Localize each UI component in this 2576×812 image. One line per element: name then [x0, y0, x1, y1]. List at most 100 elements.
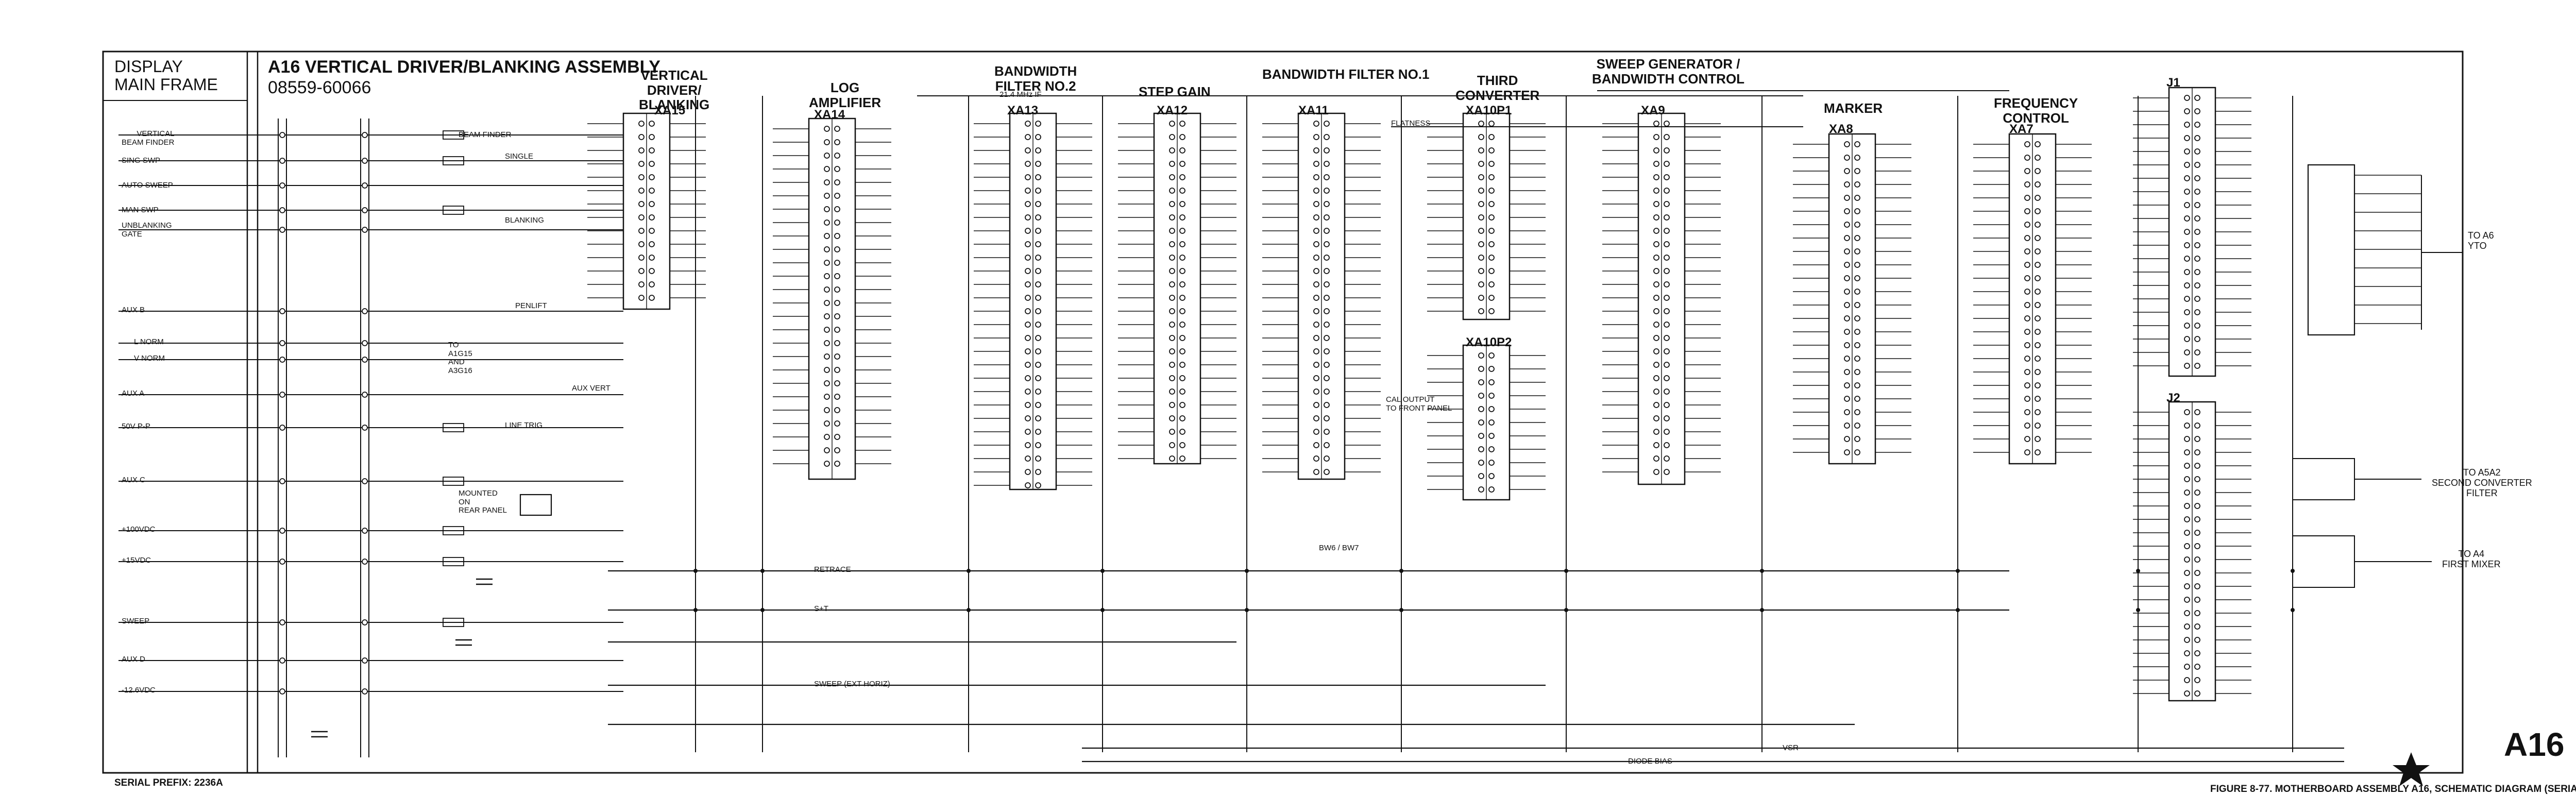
module-pin: [1313, 388, 1319, 395]
module-pin: [638, 281, 645, 287]
module-pin: [1664, 402, 1670, 408]
input-pin: [362, 425, 368, 431]
module-pin: [1035, 134, 1041, 140]
module-pin: [1313, 201, 1319, 207]
module-pin: [1324, 362, 1330, 368]
module-pin: [1179, 228, 1185, 234]
signal-blanking: BLANKING: [505, 216, 544, 225]
module-pin: [824, 367, 830, 373]
module-pin: [2184, 489, 2190, 496]
module-pin: [1664, 228, 1670, 234]
module-pin: [1025, 174, 1031, 180]
resistor-symbol: [443, 477, 464, 486]
module-pin: [2184, 637, 2190, 643]
module-pin: [1653, 295, 1659, 301]
junction-dot: [693, 608, 698, 612]
module-pin: [1313, 147, 1319, 154]
signal-aux-vert: AUX VERT: [572, 384, 611, 393]
junction-dot: [1100, 608, 1105, 612]
module-pin: [1854, 342, 1860, 348]
module-pin: [834, 313, 840, 319]
module-pin: [2024, 396, 2030, 402]
module-pin: [1478, 241, 1484, 247]
module-pin: [2035, 289, 2041, 295]
module-pin: [834, 420, 840, 427]
module-pin: [2184, 597, 2190, 603]
module-pin: [2024, 422, 2030, 429]
module-pin: [2035, 195, 2041, 201]
input-pin: [362, 619, 368, 625]
module-pin: [1324, 147, 1330, 154]
module-pin: [1653, 308, 1659, 314]
module-pin: [2184, 476, 2190, 482]
module-pin: [1664, 161, 1670, 167]
module-pin: [2184, 256, 2190, 262]
module-pin: [1844, 436, 1850, 442]
module-pin: [1478, 255, 1484, 261]
module-pin: [1844, 168, 1850, 174]
module-pin: [649, 268, 655, 274]
module-pin: [1664, 295, 1670, 301]
module-pin: [2184, 363, 2190, 369]
module-pin: [649, 214, 655, 221]
module-pin: [1025, 268, 1031, 274]
junction-dot: [1564, 569, 1568, 573]
module-pin: [1035, 482, 1041, 488]
module-pin: [1313, 308, 1319, 314]
module-pin: [1488, 486, 1495, 493]
module-pin: [1179, 348, 1185, 354]
module-pin: [1025, 214, 1031, 221]
module-pin: [1488, 268, 1495, 274]
module-pin: [649, 147, 655, 154]
module-pin: [2184, 409, 2190, 415]
module-pin: [1179, 134, 1185, 140]
module-pin: [1035, 281, 1041, 287]
module-pin: [2194, 623, 2200, 630]
star-ground-icon: [2393, 752, 2430, 786]
module-pin: [1854, 382, 1860, 388]
module-ref-xa13: XA13: [1007, 104, 1039, 117]
module-pin: [2024, 275, 2030, 281]
module-pin: [2194, 489, 2200, 496]
module-pin: [1653, 442, 1659, 448]
module-pin: [1313, 161, 1319, 167]
module-pin: [1478, 406, 1484, 412]
module-pin: [824, 380, 830, 386]
input-pin: [279, 207, 285, 213]
module-pin: [1844, 262, 1850, 268]
module-pin: [1488, 308, 1495, 314]
module-pin: [2194, 436, 2200, 442]
input-pin: [362, 207, 368, 213]
input-pin: [362, 227, 368, 233]
module-pin: [2184, 422, 2190, 429]
module-pin: [2024, 155, 2030, 161]
module-pin: [2024, 382, 2030, 388]
module-pin: [2024, 449, 2030, 455]
module-pin: [834, 340, 840, 346]
module-pin: [824, 407, 830, 413]
module-pin: [824, 246, 830, 252]
module-pin: [649, 134, 655, 140]
module-pin: [2194, 95, 2200, 101]
module-pin: [1664, 362, 1670, 368]
module-pin: [1478, 433, 1484, 439]
module-pin: [1488, 446, 1495, 452]
module-pin: [2035, 235, 2041, 241]
display-main-frame-label: DISPLAY MAIN FRAME: [114, 57, 218, 94]
module-pin: [638, 255, 645, 261]
module-pin: [1179, 455, 1185, 462]
u1-block: [519, 494, 552, 516]
module-pin: [1844, 222, 1850, 228]
signal-single: SINGLE: [505, 152, 534, 161]
module-pin: [1488, 352, 1495, 359]
module-pin: [824, 313, 830, 319]
module-pin: [1035, 121, 1041, 127]
module-pin: [1844, 449, 1850, 455]
module-pin: [2035, 168, 2041, 174]
module-pin: [2035, 449, 2041, 455]
module-pin: [1854, 155, 1860, 161]
module-pin: [1324, 255, 1330, 261]
module-title-xa9: SWEEP GENERATOR / BANDWIDTH CONTROL: [1592, 56, 1745, 87]
module-pin: [2035, 396, 2041, 402]
module-pin: [824, 327, 830, 333]
